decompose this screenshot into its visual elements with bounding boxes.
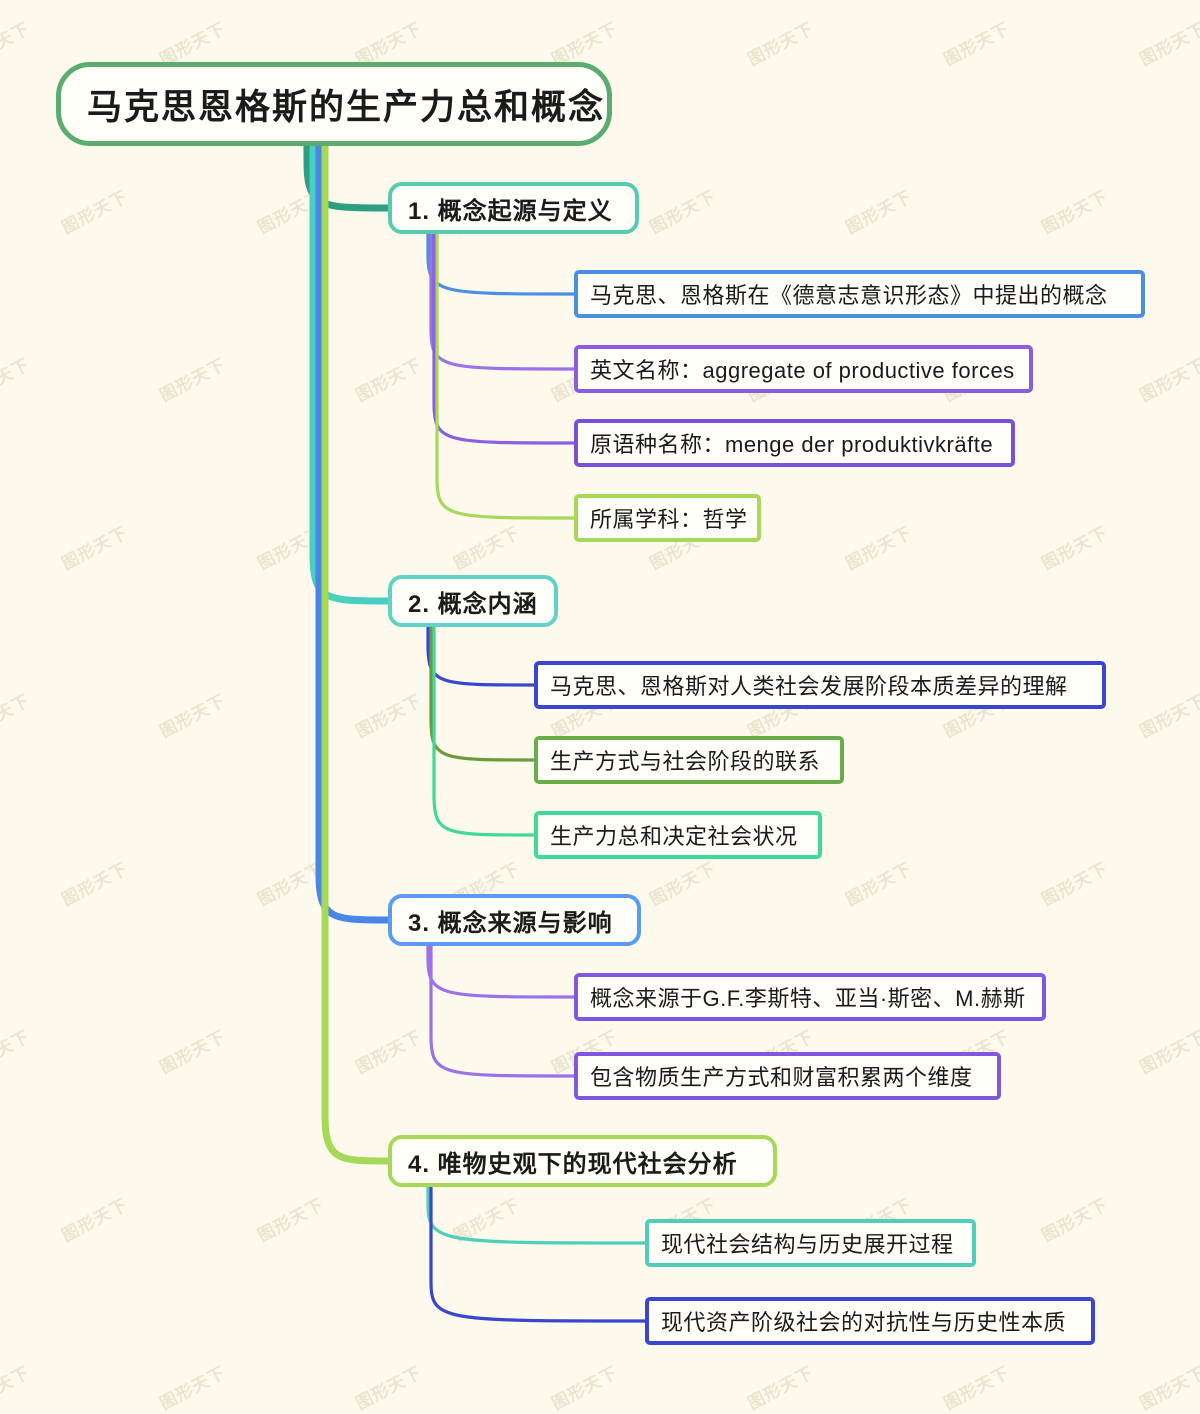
leaf-node[interactable]: 生产方式与社会阶段的联系 [534,736,844,784]
watermark-text: 图形天下 [254,1194,328,1247]
watermark-text: 图形天下 [744,1362,818,1414]
connector-path [426,1185,647,1245]
leaf-node[interactable]: 英文名称：aggregate of productive forces [574,345,1033,393]
leaf-node-label: 包含物质生产方式和财富积累两个维度 [590,1065,973,1090]
watermark-text: 图形天下 [58,1194,132,1247]
branch-node-3[interactable]: 3. 概念来源与影响 [388,894,641,946]
watermark-text: 图形天下 [744,18,818,71]
watermark-text: 图形天下 [1136,354,1200,407]
watermark-text: 图形天下 [156,690,230,743]
watermark-text: 图形天下 [254,858,328,911]
watermark-text: 图形天下 [1038,1194,1112,1247]
connector-path [435,232,576,520]
branch-node-label: 1. 概念起源与定义 [408,197,613,225]
connector-path [429,1185,647,1323]
watermark-text: 图形天下 [156,1362,230,1414]
watermark-text: 图形天下 [842,186,916,239]
connector-path [315,142,392,924]
root-node[interactable]: 马克思恩格斯的生产力总和概念 [56,62,612,146]
leaf-node[interactable]: 包含物质生产方式和财富积累两个维度 [574,1052,1001,1100]
watermark-text: 图形天下 [1038,858,1112,911]
leaf-node[interactable]: 现代资产阶级社会的对抗性与历史性本质 [645,1297,1095,1345]
watermark-text: 图形天下 [842,522,916,575]
connector-path [303,142,392,212]
leaf-node-label: 马克思、恩格斯在《德意志意识形态》中提出的概念 [590,283,1108,308]
watermark-text: 图形天下 [58,522,132,575]
leaf-node-label: 原语种名称：menge der produktivkräfte [590,432,994,457]
leaf-node[interactable]: 所属学科：哲学 [574,494,761,542]
connector-path [426,232,576,296]
leaf-node-label: 现代资产阶级社会的对抗性与历史性本质 [661,1310,1067,1335]
watermark-text: 图形天下 [352,690,426,743]
watermark-text: 图形天下 [940,18,1014,71]
watermark-text: 图形天下 [156,1026,230,1079]
connector-path [432,625,536,837]
leaf-node-label: 英文名称：aggregate of productive forces [590,358,1015,383]
watermark-text: 图形天下 [352,354,426,407]
connector-path [426,944,576,999]
watermark-text: 图形天下 [940,1362,1014,1414]
leaf-node[interactable]: 原语种名称：menge der produktivkräfte [574,419,1015,467]
watermark-text: 图形天下 [0,354,34,407]
watermark-text: 图形天下 [548,1362,622,1414]
watermark-text: 图形天下 [0,1362,34,1414]
root-node-label: 马克思恩格斯的生产力总和概念 [87,87,606,127]
branch-node-label: 2. 概念内涵 [408,590,538,618]
watermark-text: 图形天下 [0,690,34,743]
watermark-text: 图形天下 [58,858,132,911]
watermark-text: 图形天下 [1038,186,1112,239]
watermark-text: 图形天下 [254,186,328,239]
leaf-node-label: 概念来源于G.F.李斯特、亚当·斯密、M.赫斯 [590,986,1026,1011]
watermark-text: 图形天下 [646,858,720,911]
connector-path [429,944,576,1078]
leaf-node-label: 马克思、恩格斯对人类社会发展阶段本质差异的理解 [550,674,1068,699]
leaf-node[interactable]: 马克思、恩格斯在《德意志意识形态》中提出的概念 [574,270,1145,318]
watermark-text: 图形天下 [254,522,328,575]
connector-path [432,232,576,445]
branch-node-label: 4. 唯物史观下的现代社会分析 [408,1150,738,1178]
branch-node-2[interactable]: 2. 概念内涵 [388,575,558,627]
watermark-text: 图形天下 [450,522,524,575]
watermark-text: 图形天下 [1136,18,1200,71]
watermark-text: 图形天下 [0,1026,34,1079]
watermark-text: 图形天下 [58,186,132,239]
branch-node-label: 3. 概念来源与影响 [408,909,613,937]
connector-path [309,142,392,605]
leaf-node-label: 生产力总和决定社会状况 [550,824,798,849]
leaf-node[interactable]: 概念来源于G.F.李斯特、亚当·斯密、M.赫斯 [574,973,1046,1021]
connector-path [321,142,392,1165]
leaf-node-label: 现代社会结构与历史展开过程 [661,1232,954,1257]
connector-path [426,625,536,687]
watermark-text: 图形天下 [1136,690,1200,743]
watermark-text: 图形天下 [0,18,34,71]
leaf-node[interactable]: 马克思、恩格斯对人类社会发展阶段本质差异的理解 [534,661,1106,709]
watermark-text: 图形天下 [1038,522,1112,575]
watermark-text: 图形天下 [450,1194,524,1247]
branch-node-4[interactable]: 4. 唯物史观下的现代社会分析 [388,1135,777,1187]
leaf-node[interactable]: 生产力总和决定社会状况 [534,811,822,859]
watermark-text: 图形天下 [842,858,916,911]
watermark-text: 图形天下 [352,1362,426,1414]
watermark-text: 图形天下 [1136,1362,1200,1414]
leaf-node-label: 所属学科：哲学 [590,507,748,532]
connector-path [429,625,536,762]
leaf-node[interactable]: 现代社会结构与历史展开过程 [645,1219,976,1267]
leaf-node-label: 生产方式与社会阶段的联系 [550,749,821,774]
watermark-text: 图形天下 [352,1026,426,1079]
connector-path [429,232,576,371]
watermark-text: 图形天下 [1136,1026,1200,1079]
watermark-text: 图形天下 [156,354,230,407]
watermark-text: 图形天下 [646,186,720,239]
branch-node-1[interactable]: 1. 概念起源与定义 [388,182,639,234]
